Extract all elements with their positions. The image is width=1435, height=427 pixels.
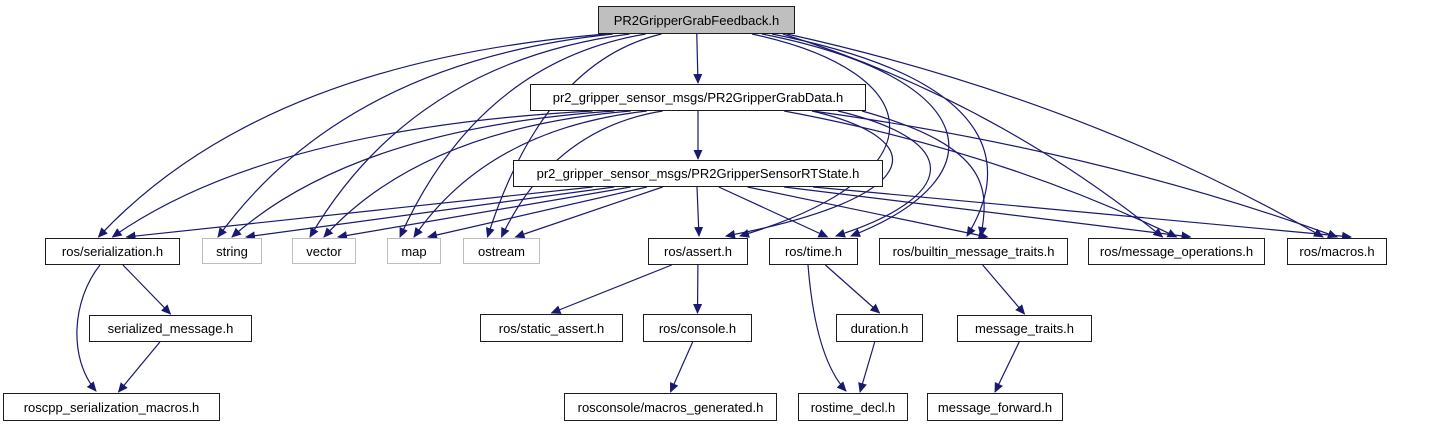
graph-node-assert[interactable]: ros/assert.h xyxy=(648,238,748,265)
edge-assert-static_assert xyxy=(550,264,672,314)
graph-node-static_assert[interactable]: ros/static_assert.h xyxy=(480,314,623,342)
edge-rtstate-macros xyxy=(812,186,1352,241)
edge-duration-rostime_decl xyxy=(858,341,876,393)
edge-feedback-string xyxy=(217,33,613,238)
edge-feedback-builtin xyxy=(771,33,989,237)
graph-node-time[interactable]: ros/time.h xyxy=(769,238,858,265)
graph-node-builtin[interactable]: ros/builtin_message_traits.h xyxy=(879,238,1068,265)
graph-node-label: ros/time.h xyxy=(784,244,843,259)
graph-node-label: ros/assert.h xyxy=(664,244,732,259)
edge-rtstate-builtin xyxy=(747,186,989,240)
edge-grabdata-msgops xyxy=(784,110,1178,238)
edge-rtstate-time xyxy=(718,186,829,238)
edge-grabdata-string xyxy=(231,110,615,238)
edge-feedback-serialization xyxy=(97,33,607,238)
edge-rtstate-string xyxy=(245,186,615,241)
graph-node-string: string xyxy=(202,238,262,264)
graph-node-label: vector xyxy=(306,243,342,259)
graph-node-vector: vector xyxy=(292,238,356,264)
edge-feedback-msgops xyxy=(782,33,1164,238)
edge-feedback-grabdata xyxy=(693,33,703,84)
graph-node-serialized_message[interactable]: serialized_message.h xyxy=(89,315,252,342)
graph-node-label: ostream xyxy=(478,243,525,259)
graph-node-msgops[interactable]: ros/message_operations.h xyxy=(1088,238,1265,265)
edge-feedback-assert xyxy=(739,33,891,238)
edge-grabdata-ostream xyxy=(500,110,663,238)
graph-node-label: map xyxy=(401,243,427,259)
edge-grabdata-vector xyxy=(323,110,631,238)
graph-node-label: pr2_gripper_sensor_msgs/PR2GripperGrabDa… xyxy=(552,90,844,105)
edge-console-macros_generated xyxy=(669,341,694,393)
graph-node-map: map xyxy=(387,238,441,264)
graph-node-label: ros/builtin_message_traits.h xyxy=(892,244,1055,259)
graph-node-label: ros/static_assert.h xyxy=(498,320,605,336)
graph-node-message_traits[interactable]: message_traits.h xyxy=(957,315,1092,342)
edge-feedback-time xyxy=(761,33,950,237)
graph-node-message_forward[interactable]: message_forward.h xyxy=(927,393,1063,421)
edge-grabdata-time xyxy=(835,110,931,238)
graph-edge-group xyxy=(76,33,1352,393)
graph-node-label: rosconsole/macros_generated.h xyxy=(577,399,764,415)
edge-rtstate-msgops xyxy=(784,186,1192,241)
edge-rtstate-map xyxy=(427,186,648,240)
graph-node-label: ros/message_operations.h xyxy=(1099,244,1254,259)
edge-time-duration xyxy=(824,264,881,314)
graph-node-label: roscpp_serialization_macros.h xyxy=(23,399,200,415)
graph-node-label: duration.h xyxy=(850,320,909,336)
graph-node-grabdata[interactable]: pr2_gripper_sensor_msgs/PR2GripperGrabDa… xyxy=(530,84,866,111)
graph-node-label: ros/console.h xyxy=(658,320,737,336)
edge-grabdata-macros xyxy=(812,110,1338,239)
graph-node-rtstate[interactable]: pr2_gripper_sensor_msgs/PR2GripperSensor… xyxy=(513,160,883,187)
edge-rtstate-vector xyxy=(337,186,631,240)
graph-node-label: ros/macros.h xyxy=(1299,244,1375,259)
edge-grabdata-assert xyxy=(725,110,893,239)
graph-node-ostream: ostream xyxy=(463,238,540,264)
graph-node-console[interactable]: ros/console.h xyxy=(643,314,752,342)
edge-feedback-macros xyxy=(786,33,1324,238)
edge-grabdata-serialization xyxy=(111,110,593,238)
graph-node-feedback[interactable]: PR2GripperGrabFeedback.h xyxy=(598,6,795,34)
graph-node-label: message_traits.h xyxy=(975,321,1074,336)
graph-node-label: message_forward.h xyxy=(937,399,1053,415)
graph-node-label: PR2GripperGrabFeedback.h xyxy=(613,12,780,28)
graph-node-duration[interactable]: duration.h xyxy=(836,314,923,342)
graph-node-serialization[interactable]: ros/serialization.h xyxy=(45,238,180,265)
edge-feedback-vector xyxy=(309,33,630,238)
edge-rtstate-ostream xyxy=(514,186,663,239)
graph-node-label: string xyxy=(216,243,248,259)
edge-serialization-roscpp_macros xyxy=(76,264,101,392)
edge-serialized_message-roscpp_macros xyxy=(117,341,161,393)
edge-time-rostime_decl xyxy=(807,264,847,392)
graph-node-rostime_decl[interactable]: rostime_decl.h xyxy=(798,393,908,421)
edge-message_traits-message_forward xyxy=(994,341,1020,393)
edge-serialization-serialized_message xyxy=(122,264,172,315)
graph-node-macros_generated[interactable]: rosconsole/macros_generated.h xyxy=(564,393,777,421)
edge-builtin-message_traits xyxy=(982,264,1026,315)
graph-node-label: pr2_gripper_sensor_msgs/PR2GripperSensor… xyxy=(536,166,860,181)
graph-node-label: rostime_decl.h xyxy=(810,399,896,415)
graph-node-label: serialized_message.h xyxy=(107,321,234,336)
edge-rtstate-serialization xyxy=(125,186,593,241)
graph-node-roscpp_macros[interactable]: roscpp_serialization_macros.h xyxy=(3,393,220,421)
edge-rtstate-assert xyxy=(694,186,704,237)
edge-feedback-map xyxy=(399,33,646,238)
graph-node-macros[interactable]: ros/macros.h xyxy=(1287,238,1387,265)
graph-node-label: ros/serialization.h xyxy=(61,244,164,259)
